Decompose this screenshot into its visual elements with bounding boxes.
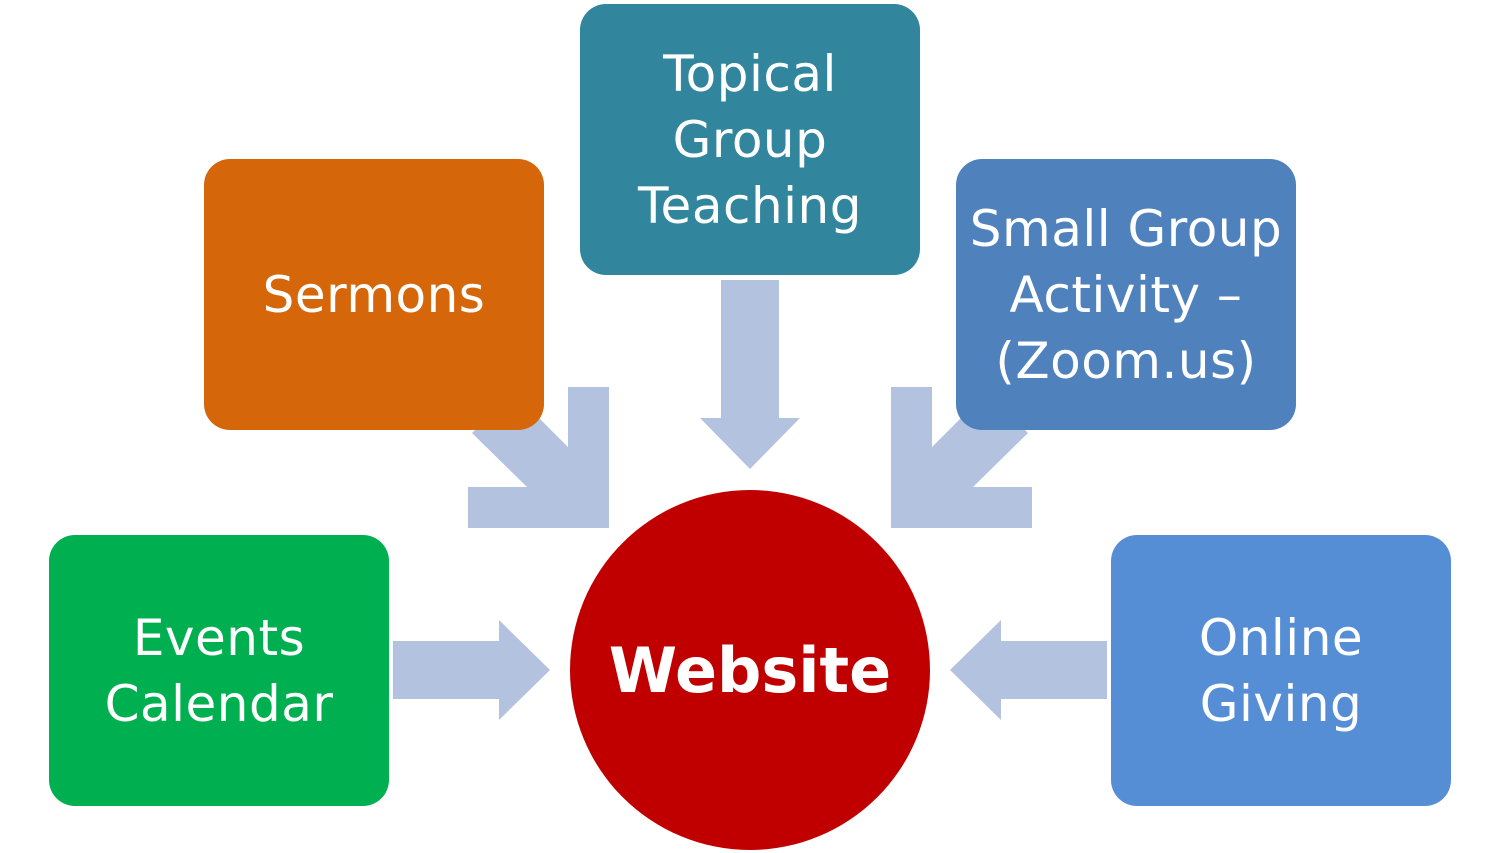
node-topical-line-2: Group (672, 110, 828, 169)
node-small-group-activity: Small Group Activity – (Zoom.us) (956, 159, 1296, 430)
node-events-line-1: Events (132, 608, 306, 667)
node-small-group-line-3: (Zoom.us) (995, 331, 1257, 390)
node-topical-group-teaching: Topical Group Teaching (580, 4, 920, 275)
node-giving-line-2: Giving (1199, 674, 1363, 733)
node-events-calendar: Events Calendar (49, 535, 389, 806)
node-small-group-line-1: Small Group (969, 199, 1283, 258)
node-sermons-line-1: Sermons (262, 265, 486, 324)
hub-website: Website (570, 490, 930, 850)
hub-website-label: Website (608, 633, 892, 707)
node-giving-label: Online Giving (1199, 605, 1363, 737)
arrow-giving-to-website (950, 620, 1107, 720)
node-sermons-label: Sermons (263, 262, 486, 328)
node-sermons: Sermons (204, 159, 544, 430)
node-online-giving: Online Giving (1111, 535, 1451, 806)
node-small-group-label: Small Group Activity – (Zoom.us) (970, 196, 1282, 394)
node-topical-line-1: Topical (663, 44, 837, 103)
node-events-label: Events Calendar (105, 605, 334, 737)
node-topical-line-3: Teaching (638, 176, 862, 235)
node-small-group-line-2: Activity – (1009, 265, 1243, 324)
node-events-line-2: Calendar (104, 674, 334, 733)
node-giving-line-1: Online (1198, 608, 1364, 667)
arrow-topical-to-website (700, 280, 800, 469)
arrow-events-to-website (393, 620, 550, 720)
node-topical-label: Topical Group Teaching (638, 41, 862, 239)
